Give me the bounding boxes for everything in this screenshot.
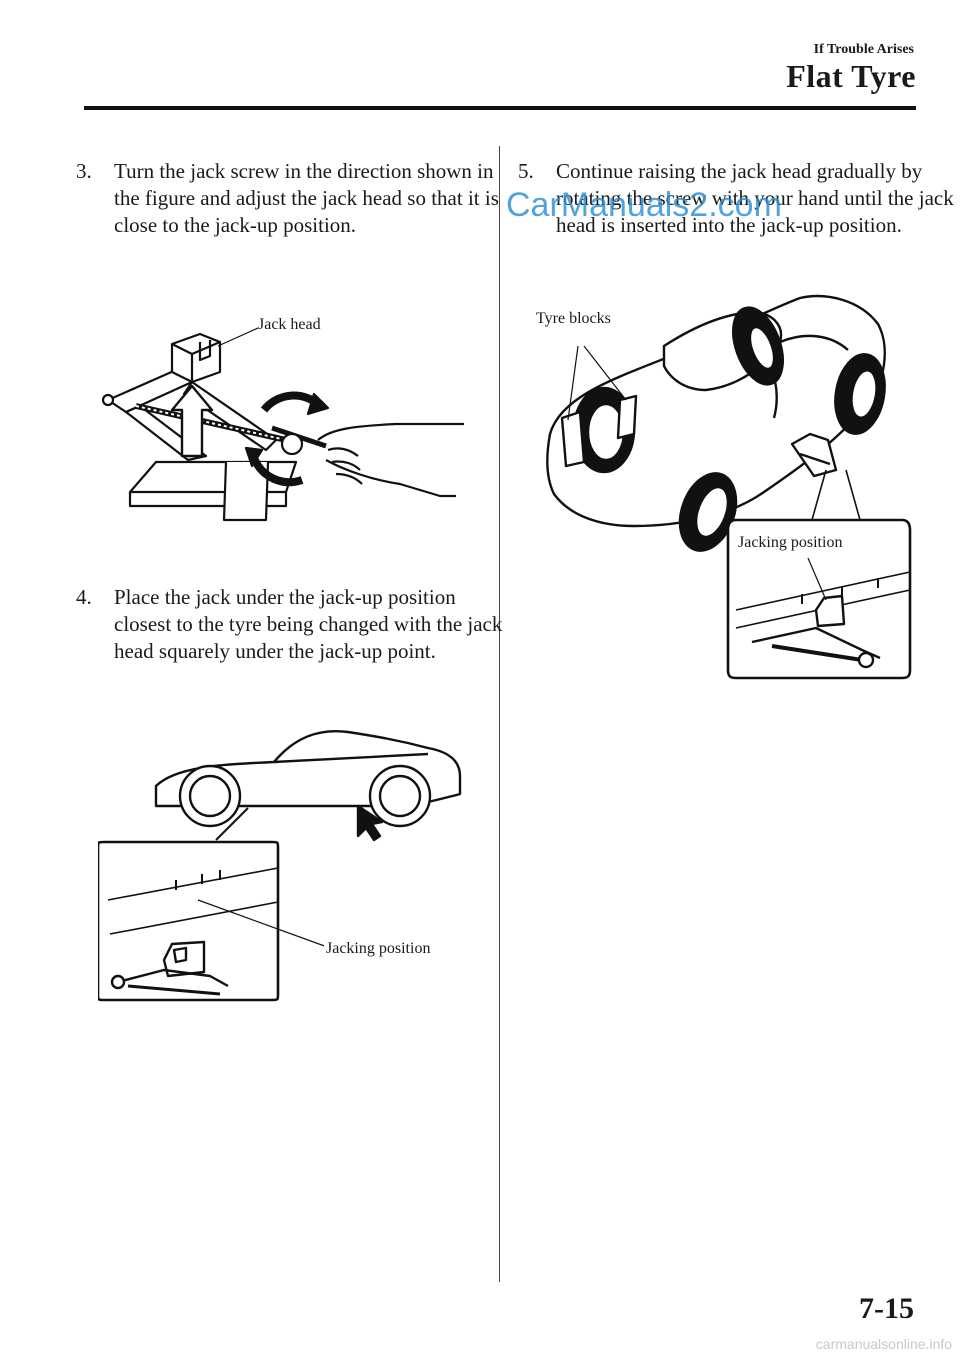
section-title: If Trouble Arises [813,42,914,57]
scissor-jack-illustration [101,332,464,522]
step-number: 5. [518,159,534,183]
step-5: 5. Continue raising the jack head gradual… [518,158,956,239]
car-perspective-illustration [546,294,912,680]
page-number: 7-15 [859,1292,914,1325]
header-rule [84,106,916,110]
jack-head-label: Jack head [256,316,323,334]
chapter-title: Flat Tyre [786,58,916,94]
car-top-figure: Tyre blocks Jacking position [530,294,920,684]
jack-head-leader-line [217,327,259,347]
column-divider [499,146,500,1282]
car-side-illustration [98,730,462,1002]
step-text: Place the jack under the jack-up positio… [114,585,503,663]
jack-figure: Jack head [96,310,466,530]
step-number: 3. [76,159,92,183]
jacking-position-label: Jacking position [324,940,433,958]
watermark: CarManuals2.com [506,186,782,224]
footer-url: carmanualsonline.info [815,1336,952,1352]
car-side-figure: Jacking position [98,724,468,1004]
step-4: 4. Place the jack under the jack-up posit… [76,584,504,665]
tyre-blocks-label: Tyre blocks [534,310,613,328]
step-text: Turn the jack screw in the direction sho… [114,159,499,237]
step-3: 3. Turn the jack screw in the direction s… [76,158,504,239]
step-number: 4. [76,585,92,609]
step-text: Continue raising the jack head gradually… [556,159,954,237]
jacking-position-label: Jacking position [736,534,845,552]
